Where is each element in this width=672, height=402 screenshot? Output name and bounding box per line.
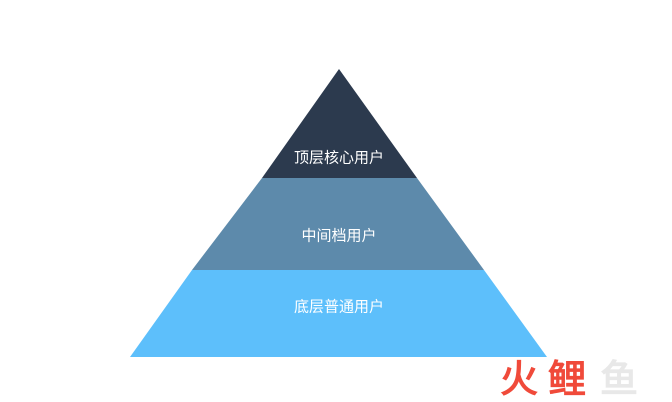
tier-top-label: 顶层核心用户 [294,149,384,167]
watermark-logo: 火 鲤 鱼 [500,357,638,401]
watermark-char-3: 鱼 [600,357,638,401]
pyramid-tier-middle [192,178,484,270]
tier-bottom-label: 底层普通用户 [294,298,384,316]
pyramid-tier-top [262,69,417,178]
watermark-char-2: 鲤 [548,357,586,401]
tier-middle-label: 中间档用户 [301,227,376,245]
pyramid-tier-bottom [130,270,547,357]
watermark-char-1: 火 [500,357,538,401]
